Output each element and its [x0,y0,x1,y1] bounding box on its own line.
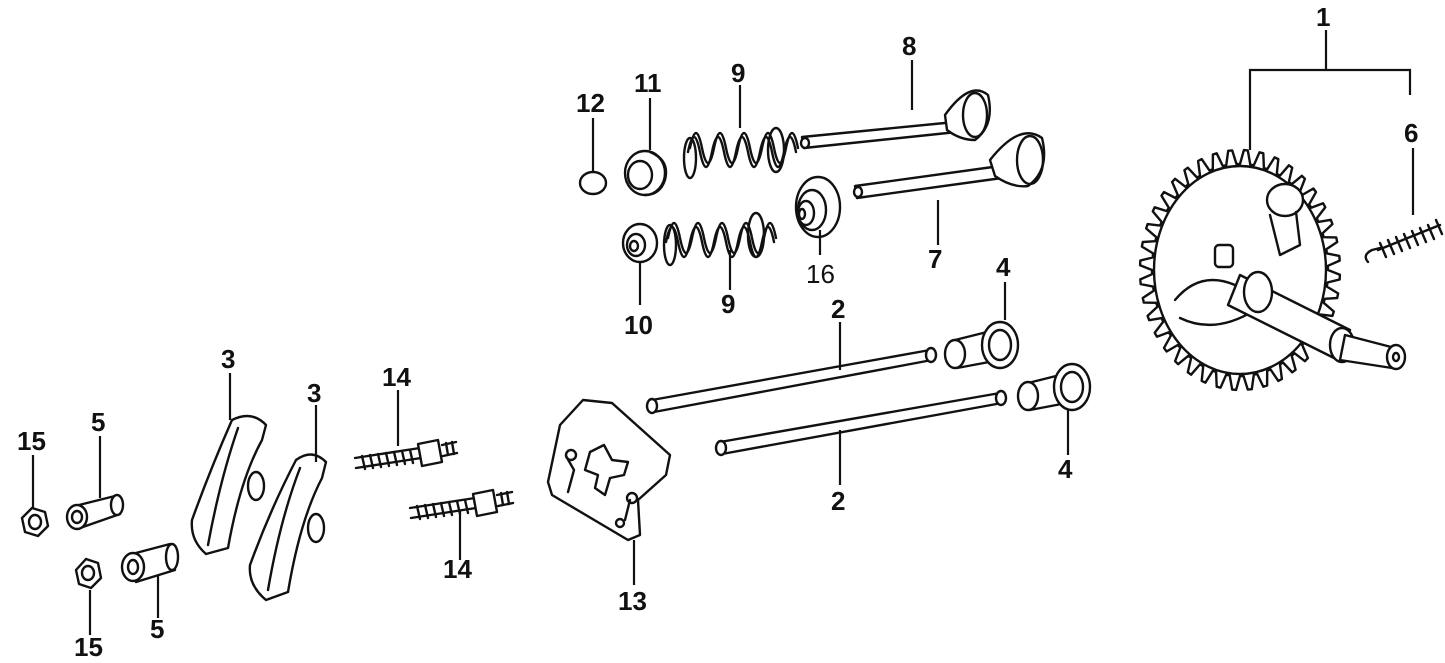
pivot-sleeve-lower [120,542,180,584]
camshaft-gear [1138,148,1407,392]
callout-4-lower: 4 [1058,454,1073,484]
valve-spring-upper [682,126,800,180]
callout-6: 6 [1404,118,1418,148]
leader-lines [31,30,1415,635]
valve-retainer-11 [623,149,668,197]
callout-13: 13 [618,586,647,616]
callout-5-upper: 5 [91,407,105,437]
pivot-sleeve-upper [65,493,125,531]
valve-8 [799,89,992,150]
tappet-upper [943,320,1020,370]
pivot-bolt-upper [353,438,459,471]
pivot-bolt-lower [408,488,515,521]
push-rod-upper [645,346,938,415]
valve-retainer-10 [621,222,659,264]
tappet-lower [1016,362,1092,412]
callout-7: 7 [928,244,942,274]
callout-5-lower: 5 [150,614,164,644]
callout-9-upper: 9 [731,58,745,88]
callout-14-lower: 14 [443,554,472,584]
push-rod-lower [714,389,1008,457]
callout-4-upper: 4 [996,252,1011,282]
rocker-arm-left [190,414,268,556]
valve-stem-seal [794,175,842,239]
callout-15-upper: 15 [17,426,46,456]
callout-numbers: 1 6 8 7 9 9 11 12 10 16 4 4 2 2 3 3 14 1… [17,2,1418,662]
valve-cotter [578,170,608,196]
callout-9-lower: 9 [721,289,735,319]
nut-lower [74,557,103,590]
push-rod-guide-plate [546,398,672,542]
rocker-arm-right [248,453,328,602]
callout-8: 8 [902,31,916,61]
valve-7 [852,132,1046,200]
callout-3-right: 3 [307,378,321,408]
decompressor-spring [1364,218,1444,264]
nut-upper [20,506,50,538]
callout-2-lower: 2 [831,486,845,516]
callout-11: 11 [634,68,662,98]
callout-10: 10 [624,310,653,340]
callout-16: 16 [806,259,835,289]
callout-12: 12 [576,88,605,118]
callout-15-lower: 15 [74,632,103,662]
valve-spring-lower [662,211,778,267]
callout-2-upper: 2 [831,294,845,324]
callout-1: 1 [1316,2,1330,32]
callout-3-left: 3 [221,344,235,374]
callout-14-upper: 14 [382,362,411,392]
